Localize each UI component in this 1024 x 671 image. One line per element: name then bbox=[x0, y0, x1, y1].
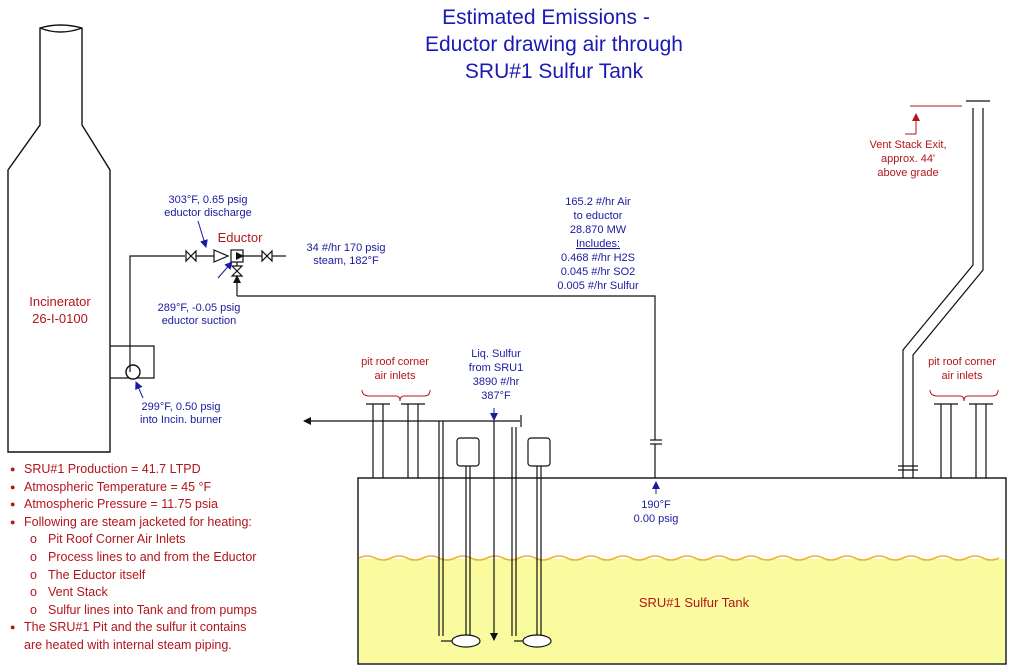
eductor-suction-line-2: eductor suction bbox=[162, 315, 237, 327]
note-item: Vent Stack bbox=[8, 584, 348, 602]
steam-line-1: 34 #/hr 170 psig bbox=[307, 242, 386, 254]
note-item: The Eductor itself bbox=[8, 567, 348, 585]
air-line-3: 28.870 MW bbox=[570, 224, 627, 236]
right-air-inlets bbox=[934, 403, 993, 478]
suction-arrow bbox=[217, 261, 233, 279]
suction-valve-icon bbox=[230, 265, 244, 277]
incinerator-top bbox=[39, 27, 83, 33]
vent-stack-left-wall bbox=[902, 108, 974, 478]
pump-2-motor-icon bbox=[527, 437, 551, 467]
eductor-suction-line-1: 289°F, -0.05 psig bbox=[158, 302, 241, 314]
liquid-sulfur-fill bbox=[359, 559, 1005, 663]
liquid-sulfur-line-1: Liq. Sulfur bbox=[471, 348, 521, 360]
steam-line-2: steam, 182°F bbox=[313, 255, 379, 267]
note-item: SRU#1 Production = 41.7 LTPD bbox=[8, 461, 348, 479]
incinerator-tag: 26-I-0100 bbox=[32, 311, 88, 326]
liquid-sulfur-line-3: 3890 #/hr bbox=[473, 376, 520, 388]
liquid-sulfur-line-2: from SRU1 bbox=[469, 362, 523, 374]
air-line-2: to eductor bbox=[574, 210, 623, 222]
sulfur-pump-2 bbox=[511, 427, 552, 648]
burner-inlet-arrow bbox=[135, 381, 144, 399]
air-line-4: Includes: bbox=[576, 238, 620, 250]
vent-exit-line-2: approx. 44' bbox=[881, 153, 935, 165]
vent-exit-line-1: Vent Stack Exit, bbox=[869, 139, 946, 151]
discharge-arrow bbox=[197, 220, 208, 248]
burner-inlet-line-2: into Incin. burner bbox=[140, 414, 222, 426]
title-line-3: SRU#1 Sulfur Tank bbox=[465, 60, 644, 83]
incinerator-shape bbox=[7, 24, 111, 453]
eductor-discharge-line-2: eductor discharge bbox=[164, 207, 251, 219]
air-line-6: 0.045 #/hr SO2 bbox=[561, 266, 636, 278]
left-inlets-line-1: pit roof corner bbox=[361, 356, 429, 368]
vent-exit-line-3: above grade bbox=[877, 167, 938, 179]
right-inlets-line-2: air inlets bbox=[942, 370, 983, 382]
burner-nozzle-icon bbox=[125, 364, 141, 380]
vent-stack-right-wall bbox=[912, 108, 984, 478]
air-line-1: 165.2 #/hr Air bbox=[565, 196, 631, 208]
left-inlets-bracket bbox=[361, 389, 431, 402]
eductor-name: Eductor bbox=[218, 230, 263, 245]
air-line-5: 0.468 #/hr H2S bbox=[561, 252, 635, 264]
title-line-2: Eductor drawing air through bbox=[425, 33, 683, 56]
tank-name: SRU#1 Sulfur Tank bbox=[639, 595, 750, 610]
eductor-discharge-line-1: 303°F, 0.65 psig bbox=[168, 194, 247, 206]
sulfur-pump-1 bbox=[438, 421, 481, 648]
note-item: Process lines to and from the Eductor bbox=[8, 549, 348, 567]
pump-1-impeller-icon bbox=[451, 634, 481, 648]
burner-inlet-line-1: 299°F, 0.50 psig bbox=[141, 401, 220, 413]
right-inlets-bracket bbox=[929, 389, 999, 402]
pump-2-impeller-icon bbox=[522, 634, 552, 648]
title-line-1: Estimated Emissions - bbox=[442, 6, 650, 29]
note-item: Following are steam jacketed for heating… bbox=[8, 514, 348, 532]
air-suction-pipe bbox=[237, 295, 656, 440]
eductor-nozzle-icon bbox=[213, 249, 230, 263]
eductor-body-icon bbox=[230, 249, 244, 263]
pump-1-motor-icon bbox=[456, 437, 480, 467]
eductor-discharge-valve-icon bbox=[185, 249, 197, 263]
left-inlets-line-2: air inlets bbox=[375, 370, 416, 382]
note-item: The SRU#1 Pit and the sulfur it contains bbox=[8, 619, 348, 637]
eductor-discharge-pipe bbox=[129, 255, 185, 366]
tank-temp: 190°F bbox=[641, 499, 671, 511]
note-item: are heated with internal steam piping. bbox=[24, 637, 232, 652]
incinerator-name: Incinerator bbox=[29, 294, 91, 309]
note-item: Atmospheric Pressure = 11.75 psia bbox=[8, 496, 348, 514]
note-item: Pit Roof Corner Air Inlets bbox=[8, 531, 348, 549]
notes-list: SRU#1 Production = 41.7 LTPDAtmospheric … bbox=[8, 461, 348, 655]
air-line-7: 0.005 #/hr Sulfur bbox=[557, 280, 639, 292]
steam-valve-icon bbox=[261, 249, 273, 263]
right-inlets-line-1: pit roof corner bbox=[928, 356, 996, 368]
liquid-sulfur-line-4: 387°F bbox=[481, 390, 511, 402]
note-item: Sulfur lines into Tank and from pumps bbox=[8, 602, 348, 620]
left-air-inlets bbox=[366, 403, 425, 478]
tank-pressure: 0.00 psig bbox=[634, 513, 679, 525]
note-item: Atmospheric Temperature = 45 °F bbox=[8, 479, 348, 497]
